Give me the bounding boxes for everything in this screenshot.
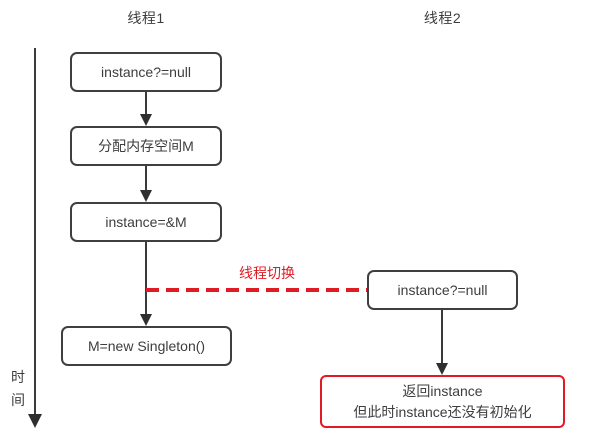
node-t1-check-null: instance?=null — [70, 52, 222, 92]
flow-arrowhead-icon — [436, 363, 448, 375]
node-label: instance=&M — [105, 214, 187, 230]
node-label: instance?=null — [397, 282, 488, 298]
node-label: instance?=null — [101, 64, 191, 80]
node-t1-allocate-memory: 分配内存空间M — [70, 126, 222, 166]
flow-arrowhead-icon — [140, 314, 152, 326]
node-t2-check-null: instance?=null — [367, 270, 518, 310]
time-label-char-2: 间 — [11, 392, 25, 408]
context-switch-label: 线程切换 — [239, 265, 295, 281]
node-label: M=new Singleton() — [87, 338, 206, 354]
context-switch-dashed-line — [146, 288, 367, 292]
flow-arrow-line — [145, 92, 147, 115]
time-axis-line — [34, 48, 36, 415]
thread2-header: 线程2 — [423, 10, 462, 26]
result-line-2: 但此时instance还没有初始化 — [353, 403, 532, 420]
node-t1-assign-instance: instance=&M — [70, 202, 222, 242]
flow-arrow-line — [441, 310, 443, 363]
time-axis-arrowhead-icon — [28, 414, 42, 428]
thread1-header: 线程1 — [127, 10, 165, 26]
flow-arrow-line — [145, 166, 147, 191]
flow-arrow-line — [145, 242, 147, 314]
flow-arrowhead-icon — [140, 114, 152, 126]
node-label: 分配内存空间M — [98, 138, 194, 154]
node-t1-new-singleton: M=new Singleton() — [61, 326, 232, 366]
time-axis-label: 时 间 — [8, 366, 28, 412]
time-label-char-1: 时 — [11, 369, 25, 385]
node-t2-return-instance: 返回instance 但此时instance还没有初始化 — [320, 375, 565, 428]
result-line-1: 返回instance — [402, 382, 483, 399]
flow-arrowhead-icon — [140, 190, 152, 202]
